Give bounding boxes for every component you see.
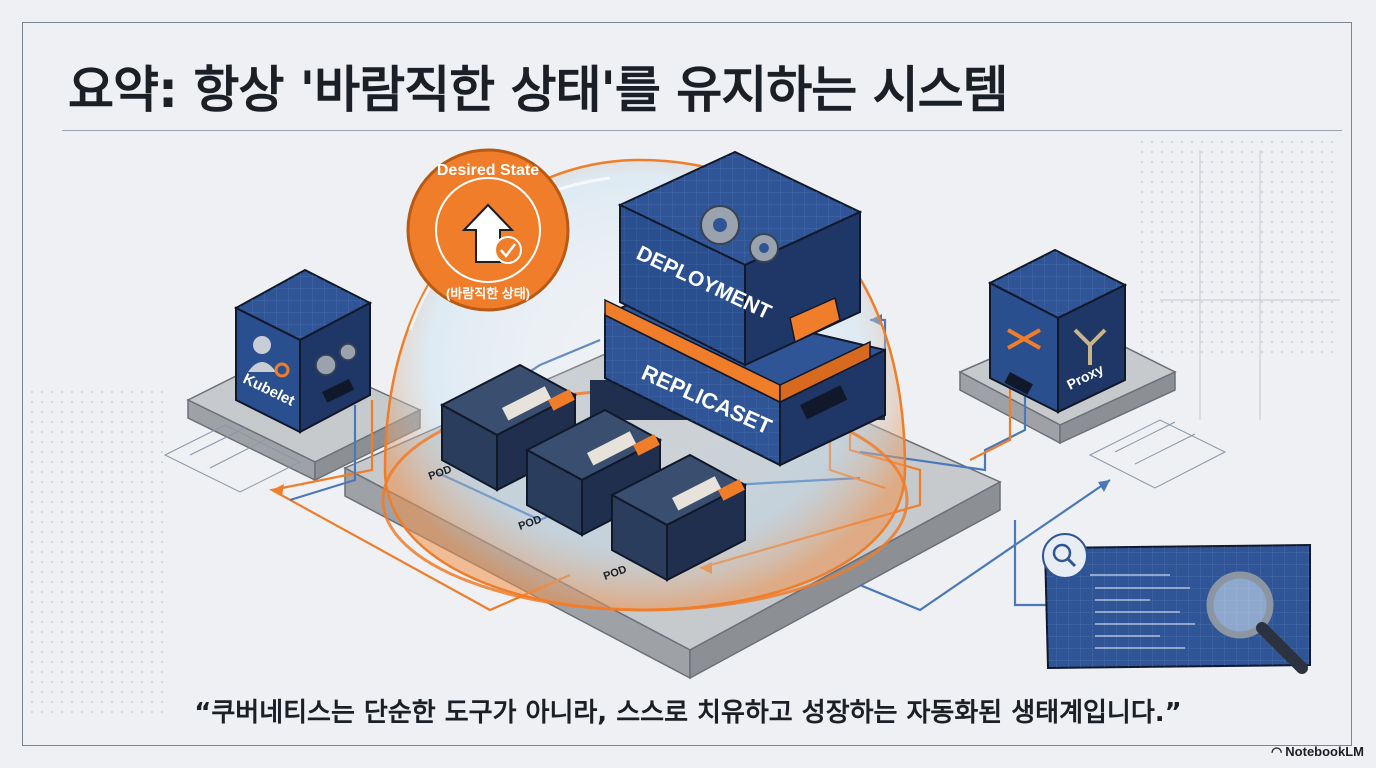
notebooklm-watermark: ◠NotebookLM [1271, 744, 1364, 760]
dot-pattern-right [1140, 140, 1340, 360]
closing-quote: “쿠버네티스는 단순한 도구가 아니라, 스스로 치유하고 성장하는 자동화된 … [0, 692, 1376, 729]
blueprint-sketch-right [1090, 420, 1225, 488]
search-icon [1043, 534, 1087, 578]
monitoring-panel [1043, 534, 1310, 668]
notebooklm-logo-icon: ◠ [1271, 744, 1282, 760]
proxy-box: Proxy [990, 250, 1125, 412]
badge-subtitle: (바람직한 상태) [446, 286, 530, 301]
brand-name: NotebookLM [1285, 744, 1364, 759]
dot-pattern-left [30, 390, 170, 720]
desired-state-badge: Desired State (바람직한 상태) [408, 150, 568, 310]
badge-title: Desired State [437, 162, 539, 179]
